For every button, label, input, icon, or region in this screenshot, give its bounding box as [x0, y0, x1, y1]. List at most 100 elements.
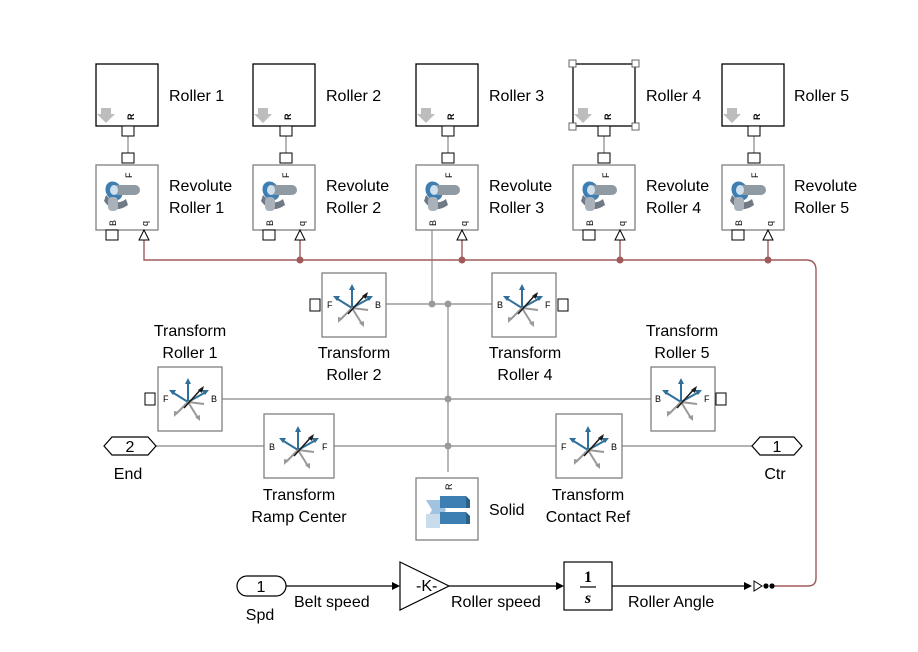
port-q: q [617, 221, 627, 226]
revolute-label-1: Revolute [326, 178, 389, 195]
port-left: F [163, 394, 169, 404]
port-f: F [750, 172, 760, 178]
roller-4-block[interactable]: R Roller 4 [568, 59, 701, 137]
roller-port-label: R [603, 113, 613, 120]
port-b: B [734, 220, 744, 226]
revolute-label-2: Roller 2 [326, 200, 381, 217]
port-right: B [375, 300, 381, 310]
port-number: 1 [773, 439, 782, 456]
port-right: F [322, 442, 328, 452]
end-connection-port[interactable]: 2 End [103, 436, 157, 483]
revolute-roller-3-block[interactable]: F B q Revolute Roller 3 [415, 152, 552, 241]
port-right: F [704, 394, 710, 404]
transform-ramp-center-block[interactable]: B F Transform Ramp Center [251, 413, 347, 526]
port-q: q [459, 221, 469, 226]
transform-label-1: Transform [318, 345, 390, 362]
revolute-label-2: Roller 4 [646, 200, 701, 217]
gain-block[interactable]: -K- [399, 561, 451, 611]
transform-label-2: Contact Ref [546, 509, 631, 526]
transform-label-2: Ramp Center [251, 509, 347, 526]
transform-roller-2-block[interactable]: F B Transform Roller 2 [309, 272, 390, 384]
transform-roller-1-block[interactable]: F B Transform Roller 1 [144, 323, 226, 432]
port-q: q [297, 221, 307, 226]
inport-label: Spd [246, 607, 274, 624]
roller-angle-label: Roller Angle [628, 594, 714, 611]
transform-label-1: Transform [263, 487, 335, 504]
solid-block[interactable]: R Solid [415, 477, 525, 541]
solid-label: Solid [489, 502, 525, 519]
revolute-label-1: Revolute [489, 178, 552, 195]
revolute-roller-5-block[interactable]: F B q Revolute Roller 5 [721, 152, 857, 241]
roller-port-label: R [126, 113, 136, 120]
port-right: B [211, 394, 217, 404]
physical-wires [127, 136, 755, 472]
roller-1-block[interactable]: R Roller 1 [95, 63, 224, 137]
revolute-roller-4-block[interactable]: F B q Revolute Roller 4 [572, 152, 709, 241]
selection-handles[interactable] [568, 59, 640, 131]
port-label: Ctr [764, 466, 786, 483]
port-f: F [444, 172, 454, 178]
roller-port-label: R [752, 113, 762, 120]
revolute-label-2: Roller 3 [489, 200, 544, 217]
port-number: 2 [126, 439, 135, 456]
revolute-label-1: Revolute [794, 178, 857, 195]
revolute-label-2: Roller 1 [169, 200, 224, 217]
port-left: F [561, 442, 567, 452]
port-left: B [269, 442, 275, 452]
transform-label-2: Roller 2 [326, 367, 381, 384]
transform-roller-4-block[interactable]: B F Transform Roller 4 [489, 272, 569, 384]
port-left: B [497, 300, 503, 310]
junction-dots [428, 300, 452, 450]
roller-port-label: R [283, 113, 293, 120]
roller-label: Roller 3 [489, 88, 544, 105]
belt-speed-label: Belt speed [294, 594, 370, 611]
integrator-block[interactable]: 1 s [563, 561, 613, 611]
roller-speed-label: Roller speed [451, 594, 541, 611]
angle-signal-wires [143, 240, 817, 587]
inport-number: 1 [257, 579, 266, 596]
port-label: End [114, 466, 142, 483]
integrator-denominator: s [584, 590, 591, 607]
transform-label-1: Transform [646, 323, 718, 340]
ctr-connection-port[interactable]: 1 Ctr [751, 436, 803, 483]
port-right: F [545, 300, 551, 310]
port-left: F [327, 300, 333, 310]
roller-label: Roller 1 [169, 88, 224, 105]
roller-3-block[interactable]: R Roller 3 [415, 63, 544, 137]
port-b: B [428, 220, 438, 226]
transform-label-1: Transform [489, 345, 561, 362]
port-b: B [265, 220, 275, 226]
port-b: B [585, 220, 595, 226]
revolute-label-2: Roller 5 [794, 200, 849, 217]
roller-port-label: R [446, 113, 456, 120]
roller-label: Roller 2 [326, 88, 381, 105]
integrator-numerator: 1 [584, 569, 592, 586]
transform-roller-5-block[interactable]: B F Transform Roller 5 [646, 323, 727, 432]
transform-label-1: Transform [154, 323, 226, 340]
port-f: F [601, 172, 611, 178]
revolute-label-1: Revolute [646, 178, 709, 195]
roller-5-block[interactable]: R Roller 5 [721, 63, 849, 137]
revolute-roller-1-block[interactable]: F B q Revolute Roller 1 [95, 152, 232, 241]
solid-port-label: R [444, 483, 454, 490]
roller-label: Roller 5 [794, 88, 849, 105]
solid-icon [426, 496, 470, 528]
signal-chain-wires [286, 580, 775, 592]
transform-label-2: Roller 1 [162, 345, 217, 362]
revolute-roller-2-block[interactable]: F B q Revolute Roller 2 [252, 152, 389, 241]
port-q: q [140, 221, 150, 226]
port-left: B [655, 394, 661, 404]
revolute-label-1: Revolute [169, 178, 232, 195]
roller-label: Roller 4 [646, 88, 701, 105]
transform-contact-ref-block[interactable]: F B Transform Contact Ref [546, 413, 631, 526]
spd-inport[interactable]: 1 Spd [236, 575, 287, 624]
gain-value: -K- [416, 578, 437, 595]
port-f: F [281, 172, 291, 178]
port-q: q [765, 221, 775, 226]
transform-label-2: Roller 5 [654, 345, 709, 362]
transform-label-1: Transform [552, 487, 624, 504]
roller-2-block[interactable]: R Roller 2 [252, 63, 381, 137]
port-b: B [108, 220, 118, 226]
transform-label-2: Roller 4 [497, 367, 552, 384]
